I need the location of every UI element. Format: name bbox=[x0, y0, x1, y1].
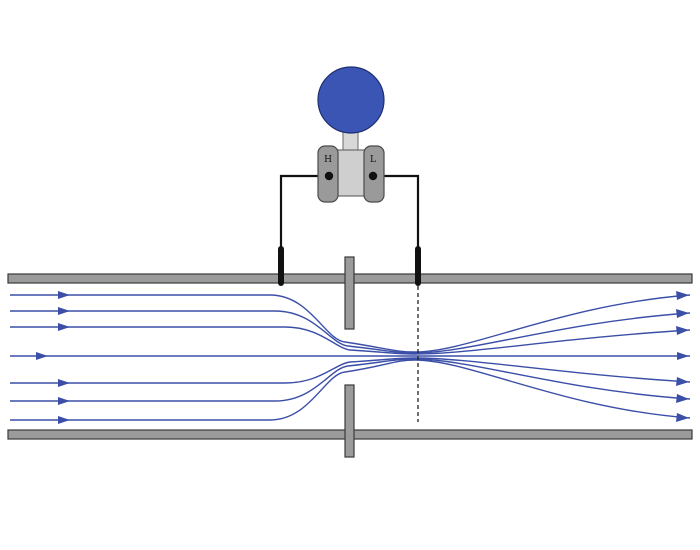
low-port-label: L bbox=[370, 155, 376, 165]
streamline bbox=[10, 357, 691, 384]
streamline bbox=[10, 294, 691, 353]
flow-arrow bbox=[676, 394, 689, 403]
orifice-plate bbox=[344, 256, 355, 458]
flow-streamlines bbox=[10, 294, 691, 421]
flow-arrow bbox=[676, 326, 689, 335]
flow-arrow bbox=[676, 309, 689, 318]
low-pressure-impulse-line bbox=[373, 174, 420, 250]
streamline bbox=[10, 326, 691, 355]
low-port-connector bbox=[368, 171, 378, 181]
flow-arrow bbox=[676, 413, 689, 422]
low-pressure-tap bbox=[415, 246, 421, 286]
flow-arrow bbox=[58, 416, 70, 424]
pressure-gauge-head bbox=[317, 66, 385, 134]
streamline bbox=[10, 310, 691, 354]
high-port-label: H bbox=[324, 155, 332, 165]
high-pressure-impulse-line bbox=[279, 174, 328, 250]
flow-arrow bbox=[58, 323, 70, 331]
streamline bbox=[10, 359, 691, 421]
dp-transmitter: H L bbox=[317, 66, 385, 203]
flow-arrow bbox=[676, 377, 689, 386]
orifice-plate-upper bbox=[344, 256, 355, 330]
flow-arrow bbox=[58, 307, 70, 315]
streamline bbox=[10, 358, 691, 402]
flow-arrow bbox=[58, 397, 70, 405]
flow-arrow bbox=[58, 379, 70, 387]
flow-arrow bbox=[58, 291, 70, 299]
inlet-arrows bbox=[36, 291, 70, 424]
outlet-arrows bbox=[676, 291, 689, 422]
flow-arrow bbox=[36, 352, 48, 360]
impulse-lines bbox=[278, 174, 421, 286]
high-port-connector bbox=[324, 171, 334, 181]
flow-arrow bbox=[677, 352, 689, 360]
high-pressure-tap bbox=[278, 246, 284, 286]
flow-arrow bbox=[676, 291, 689, 300]
orifice-plate-lower bbox=[344, 384, 355, 458]
transmitter-body bbox=[335, 149, 368, 197]
